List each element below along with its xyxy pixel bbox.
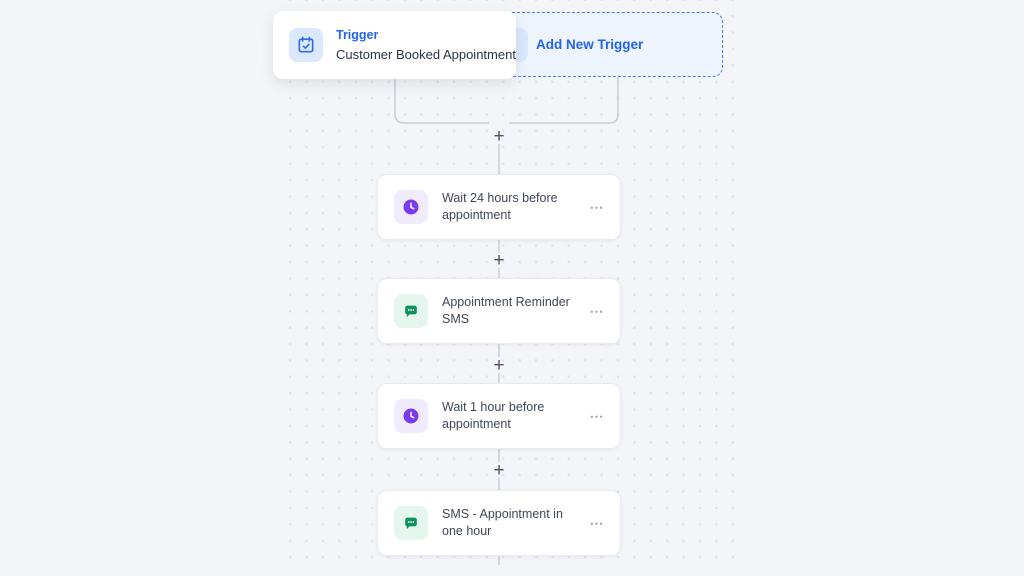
clock-icon	[394, 190, 428, 224]
clock-icon	[394, 399, 428, 433]
add-step-button[interactable]: +	[493, 459, 505, 481]
step-label: Appointment Reminder SMS	[442, 295, 570, 326]
calendar-check-icon	[289, 28, 323, 62]
add-step-button[interactable]: +	[493, 354, 505, 376]
sms-icon	[394, 294, 428, 328]
step-card-wait-1-hour[interactable]: Wait 1 hour before appointment ⋯	[377, 383, 621, 449]
trigger-text: Trigger Customer Booked Appointment	[336, 27, 516, 63]
step-card-wait-24-hours[interactable]: Wait 24 hours before appointment ⋯	[377, 174, 621, 240]
trigger-card[interactable]: Trigger Customer Booked Appointment	[273, 11, 516, 79]
step-label: Wait 24 hours before appointment	[442, 191, 558, 222]
add-new-trigger-label: Add New Trigger	[536, 37, 644, 52]
add-step-button[interactable]: +	[493, 249, 505, 271]
step-more-button[interactable]: ⋯	[589, 198, 605, 215]
step-more-button[interactable]: ⋯	[589, 407, 605, 424]
step-more-button[interactable]: ⋯	[589, 302, 605, 319]
step-label: Wait 1 hour before appointment	[442, 400, 545, 431]
step-card-sms-one-hour[interactable]: SMS - Appointment in one hour ⋯	[377, 490, 621, 556]
step-label: SMS - Appointment in one hour	[442, 507, 563, 538]
step-more-button[interactable]: ⋯	[589, 514, 605, 531]
add-step-button[interactable]: +	[493, 125, 505, 147]
sms-icon	[394, 506, 428, 540]
trigger-title: Trigger	[336, 28, 379, 43]
trigger-name: Customer Booked Appointment	[336, 46, 516, 62]
step-card-reminder-sms[interactable]: Appointment Reminder SMS ⋯	[377, 278, 621, 344]
